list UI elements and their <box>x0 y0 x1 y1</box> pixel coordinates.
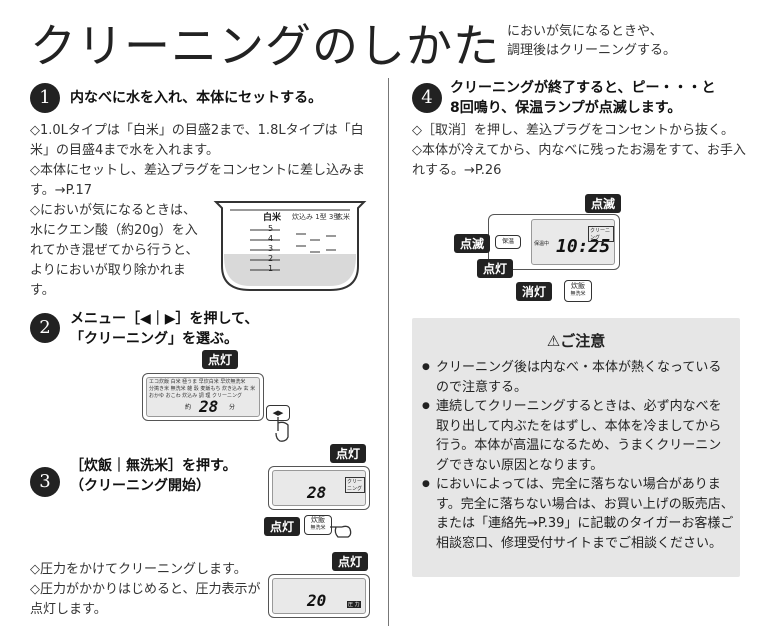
step-3-cleaning-lamp: クリーニング <box>345 477 365 493</box>
step-4-text: ◇［取消］を押し、差込プラグをコンセントから抜く。 ◇本体が冷えてから、内なべに… <box>412 121 747 181</box>
step-3-lit-tag-top: 点灯 <box>330 444 367 463</box>
cook-button-label: 炊飯 <box>311 516 325 524</box>
pot-label: 白米 <box>263 213 282 223</box>
pot-mark: 3 <box>268 244 274 253</box>
pot-marks: 5 4 3 2 1 <box>268 224 273 274</box>
step-3-pressure-lit-tag: 点灯 <box>332 552 369 571</box>
step-2-heading-line-2: 「クリーニング」を選ぶ。 <box>70 331 238 347</box>
step-1-number: 1 <box>30 83 60 113</box>
step-2-menu-list: エコ炊飯 白米 極うま 早炊白米 早炊無洗米 分搗き米 無洗米 雑 穀 麦飯もち… <box>149 379 255 400</box>
step-4-para-2: ◇本体が冷えてから、内なべに残ったお湯をすて、お手入れする。→P.26 <box>412 143 746 178</box>
pot-sub-label-2: 玄米 <box>336 213 350 221</box>
menu-row: エコ炊飯 白米 極うま 早炊白米 早炊無洗米 <box>149 379 246 385</box>
step-1-para-2: ◇本体にセットし、差込プラグをコンセントに差し込みます。→P.17 <box>30 163 365 198</box>
step-3-pressure-display: 20 圧 力 <box>268 574 370 618</box>
step-3-lit-tag-left: 点灯 <box>264 517 301 536</box>
step-1-text-a: ◇1.0Lタイプは「白米」の目盛2まで、1.8Lタイプは「白米」の目盛4まで水を… <box>30 121 370 201</box>
step-3-para-2: ◇圧力がかかりはじめると、圧力表示が点灯します。 <box>30 582 261 617</box>
step-4-cook-sub: 無洗米 <box>570 291 586 297</box>
step-3-display-screen: 28 クリーニング <box>272 470 366 506</box>
step-4-heading-line-1: クリーニングが終了すると、ピー・・・と <box>450 80 716 96</box>
step-4-para-1: ◇［取消］を押し、差込プラグをコンセントから抜く。 <box>412 123 734 138</box>
step-2-display: エコ炊飯 白米 極うま 早炊白米 早炊無洗米 分搗き米 無洗米 雑 穀 麦飯もち… <box>142 373 264 421</box>
step-2-display-screen: エコ炊飯 白米 極うま 早炊白米 早炊無洗米 分搗き米 無洗米 雑 穀 麦飯もち… <box>146 377 260 417</box>
cook-button-sub: 無洗米 <box>310 525 326 531</box>
step-4-display-screen: 保温中 10:25 クリーニング <box>531 219 615 265</box>
caution-box: ⚠ご注意 クリーニング後は内なべ・本体が熱くなっているので注意する。 連続してク… <box>412 318 740 577</box>
keep-warm-button[interactable]: 保温 <box>495 235 521 249</box>
step-3-heading: ［炊飯｜無洗米］を押す。 （クリーニング開始） <box>70 456 270 496</box>
step-4-heading: クリーニングが終了すると、ピー・・・と 8回鳴り、保温ランプが点滅します。 <box>450 78 750 118</box>
pot-mark: 2 <box>268 254 274 263</box>
step-1-para-3: ◇においが気になるときは、水にクエン酸（約20g）を入れてかき混ぜてから行うと、… <box>30 203 199 298</box>
column-divider <box>388 78 389 626</box>
step-2-number: 2 <box>30 313 60 343</box>
step-4-number: 4 <box>412 83 442 113</box>
caution-item: においによっては、完全に落ちない場合があります。完全に落ちない場合は、お買い上げ… <box>422 475 734 553</box>
step-3-minutes: 28 <box>307 483 327 502</box>
pot-mark: 4 <box>268 234 274 243</box>
page-subtitle: においが気になるときや、 調理後はクリーニングする。 <box>507 22 676 60</box>
step-3-pressure-screen: 20 圧 力 <box>272 578 366 614</box>
pressure-indicator: 圧 力 <box>347 601 361 608</box>
step-4-cleaning-lamp: クリーニング <box>588 226 614 242</box>
step-2-lit-tag: 点灯 <box>202 350 239 369</box>
menu-row: 分搗き米 無洗米 雑 穀 麦飯もち 炊き込み 玄 米 <box>149 386 256 392</box>
step-4-lit-tag: 点灯 <box>477 259 514 278</box>
step-4-heading-line-2: 8回鳴り、保温ランプが点滅します。 <box>450 100 682 116</box>
step-4-blink-tag-left: 点滅 <box>454 234 491 253</box>
step-3-display: 28 クリーニング <box>268 466 370 510</box>
step-1-para-1: ◇1.0Lタイプは「白米」の目盛2まで、1.8Lタイプは「白米」の目盛4まで水を… <box>30 123 364 158</box>
step-3-heading-line-1: ［炊飯｜無洗米］を押す。 <box>70 458 237 474</box>
pointing-hand-icon <box>275 417 289 442</box>
step-3-number: 3 <box>30 467 60 497</box>
caution-list: クリーニング後は内なべ・本体が熱くなっているので注意する。 連続してクリーニング… <box>422 358 734 553</box>
step-2-minutes-unit: 分 <box>229 404 236 411</box>
subtitle-line-2: 調理後はクリーニングする。 <box>507 43 677 58</box>
subtitle-line-1: においが気になるときや、 <box>507 24 663 39</box>
step-3-text: ◇圧力をかけてクリーニングします。 ◇圧力がかかりはじめると、圧力表示が点灯しま… <box>30 560 270 620</box>
caution-title: ⚠ご注意 <box>546 332 606 350</box>
pointing-hand-icon <box>330 525 352 538</box>
step-4-display: 保温中 10:25 クリーニング 保温 <box>488 214 620 270</box>
step-3-minutes-2: 20 <box>307 591 327 610</box>
inner-pot-illustration <box>213 201 367 291</box>
menu-row: おかゆ おこわ 炊込み 調 理 クリーニング <box>149 393 242 399</box>
step-4-cook-button[interactable]: 炊飯 無洗米 <box>564 280 592 302</box>
step-2-heading-line-1: メニュー［◀｜▶］を押して、 <box>70 311 259 327</box>
step-1-heading: 内なべに水を入れ、本体にセットする。 <box>70 90 323 106</box>
page-title: クリーニングのしかた <box>30 19 500 73</box>
step-3-para-1: ◇圧力をかけてクリーニングします。 <box>30 562 247 577</box>
step-2-minutes: 28 <box>199 397 219 416</box>
pot-sub-label: 炊込み 1型 3型 <box>292 213 341 221</box>
step-4-off-tag: 消灯 <box>516 282 553 301</box>
step-3-heading-line-2: （クリーニング開始） <box>70 478 210 494</box>
step-4-blink-tag-top: 点滅 <box>585 194 622 213</box>
pot-mark: 1 <box>268 264 274 273</box>
caution-item: 連続してクリーニングするときは、必ず内なべを取り出して内ぶたをはずし、本体を冷ま… <box>422 397 734 475</box>
keep-warm-text: 保温中 <box>534 241 550 247</box>
pot-mark: 5 <box>268 224 274 233</box>
step-2-heading: メニュー［◀｜▶］を押して、 「クリーニング」を選ぶ。 <box>70 309 380 349</box>
step-4-cook-label: 炊飯 <box>571 282 585 290</box>
cook-button[interactable]: 炊飯 無洗米 <box>304 515 332 535</box>
caution-item: クリーニング後は内なべ・本体が熱くなっているので注意する。 <box>422 358 734 397</box>
step-2-approx: 約 <box>185 404 192 411</box>
